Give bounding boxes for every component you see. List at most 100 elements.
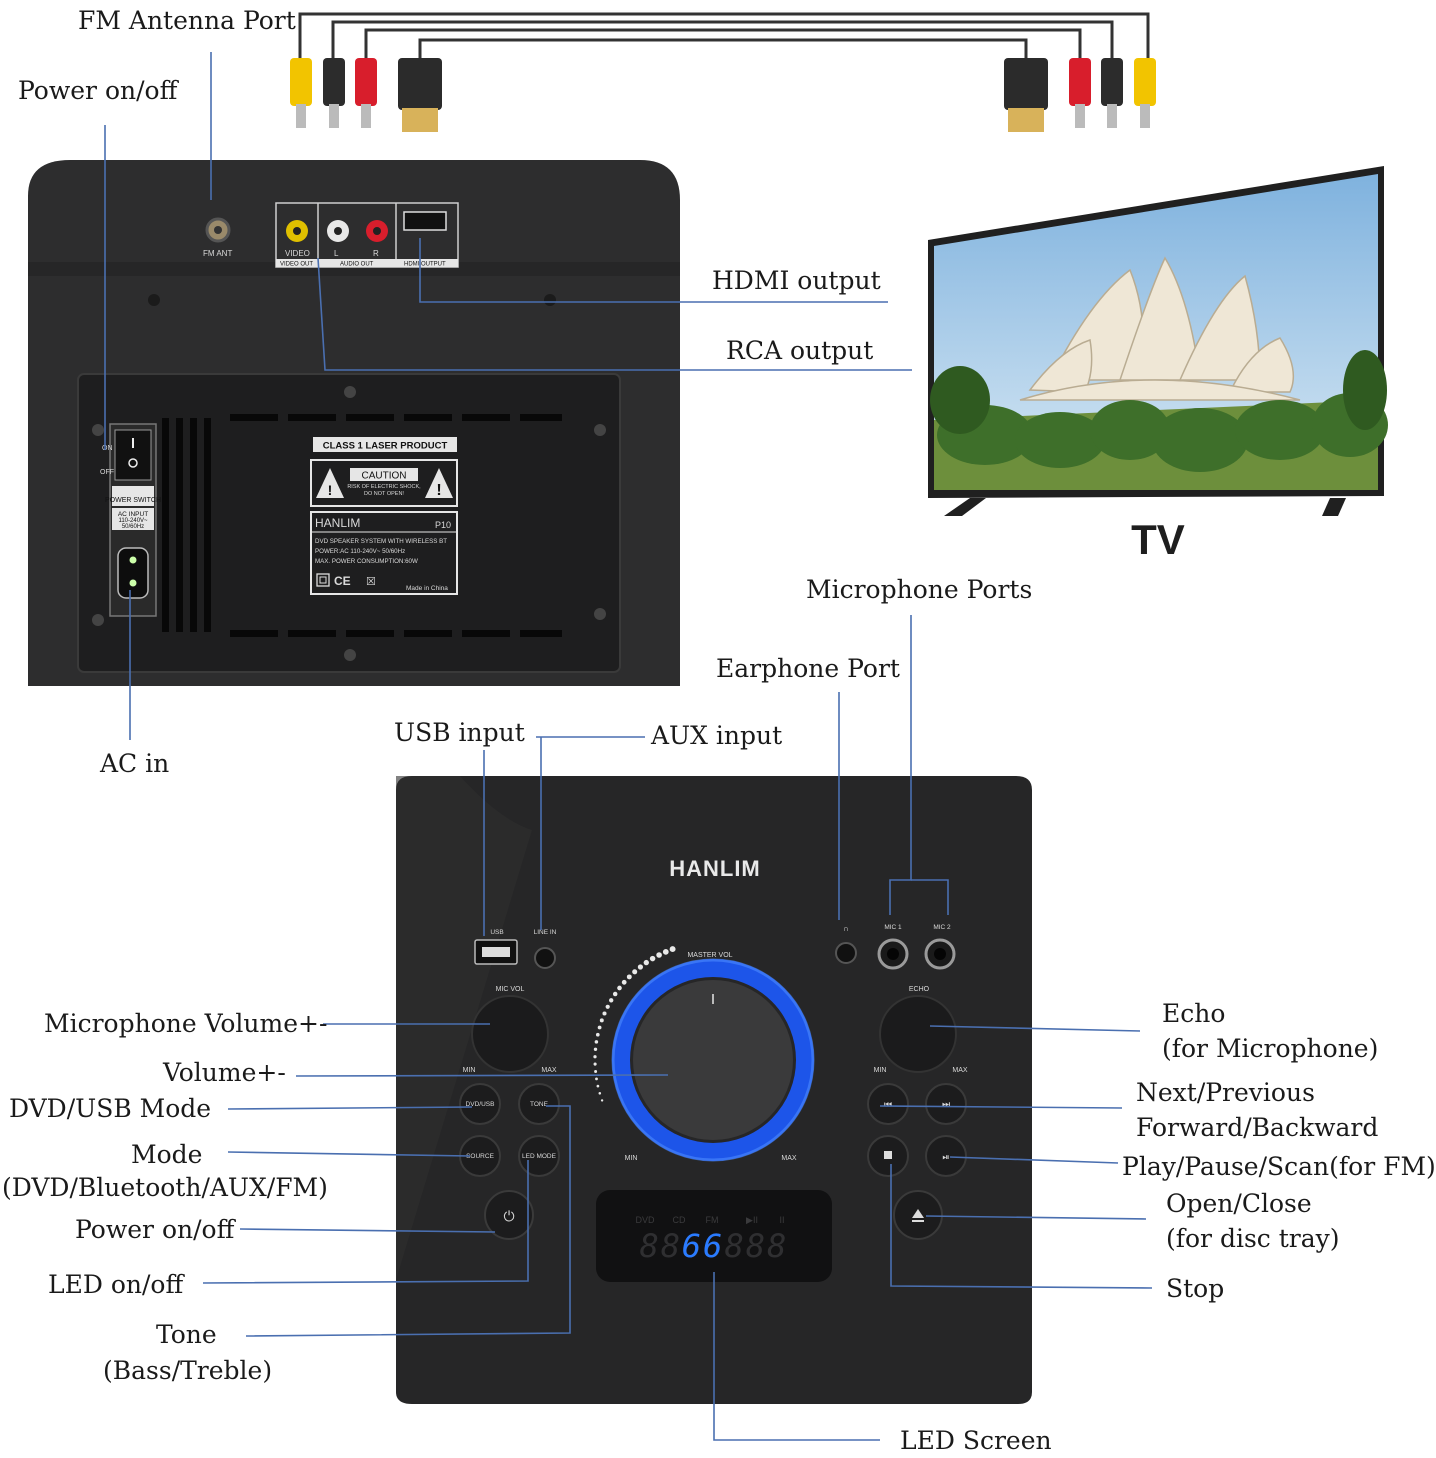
master-min-text: MIN (625, 1155, 638, 1162)
on-text: ON (102, 445, 113, 452)
master-max-text: MAX (781, 1155, 797, 1162)
rear-lower-plate (77, 373, 621, 673)
callout-aux-input: AUX input (651, 721, 783, 750)
master-vol-text: MASTER VOL (687, 952, 732, 959)
callout-microphone-ports: Microphone Ports (806, 575, 1033, 604)
caution-text: CAUTION (362, 471, 407, 482)
video-text: VIDEO (285, 249, 310, 258)
laser-label (313, 437, 457, 452)
volume-dot (637, 964, 644, 970)
ac-input-text-3: 50/60Hz (122, 524, 144, 530)
callout-tone-line1: Tone (156, 1320, 217, 1349)
line-in-text: LINE IN (534, 929, 557, 936)
svg-text:CE: CE (334, 574, 351, 588)
tv-illustration: TV (928, 166, 1388, 563)
callout-mode-line1: Mode (131, 1140, 203, 1169)
callout-dvd-usb-mode: DVD/USB Mode (9, 1094, 212, 1123)
volume-dot (594, 1070, 598, 1073)
volume-dot (656, 952, 662, 958)
callout-play-pause: Play/Pause/Scan(for FM) (1122, 1152, 1436, 1181)
off-text: OFF (100, 469, 114, 476)
volume-dot (649, 955, 656, 962)
callout-earphone-port: Earphone Port (716, 654, 900, 683)
display-fm: FM (706, 1215, 719, 1225)
spec-3: MAX. POWER CONSUMPTION:60W (315, 558, 418, 565)
volume-dot (612, 991, 618, 997)
callout-rca-output: RCA output (726, 336, 874, 365)
svg-text:☒: ☒ (366, 576, 376, 588)
callout-volume: Volume+- (163, 1058, 286, 1087)
callout-power-on-off-front: Power on/off (75, 1215, 235, 1244)
volume-dot (602, 1011, 607, 1016)
volume-dot (632, 969, 638, 975)
svg-text:⏻: ⏻ (503, 1208, 514, 1224)
rca-plugs-right (1069, 58, 1156, 128)
display-dvd: DVD (635, 1215, 655, 1225)
callout-echo-line1: Echo (1162, 999, 1226, 1028)
volume-dot (669, 946, 676, 953)
volume-dot (626, 974, 632, 980)
dvd-usb-text: DVD/USB (466, 1101, 495, 1108)
line-in-jack (534, 947, 556, 969)
volume-dot (597, 1025, 602, 1030)
spec-2: POWER:AC 110-240V~ 50/60Hz (315, 548, 405, 555)
master-volume-ring (612, 959, 814, 1161)
class1-text: CLASS 1 LASER PRODUCT (323, 441, 448, 452)
dvd-usb-button (459, 1083, 501, 1125)
volume-dot (599, 1018, 604, 1023)
rca-plugs-left (290, 58, 377, 128)
callout-microphone-volume: Microphone Volume+- (44, 1009, 328, 1038)
tv-label: TV (1131, 516, 1185, 563)
callout-echo-line2: (for Microphone) (1162, 1034, 1379, 1063)
display-digits: 8866888 (640, 1227, 789, 1265)
volume-dot (593, 1055, 597, 1059)
l-text: L (334, 249, 339, 258)
audio-out-text: AUDIO OUT (340, 262, 374, 268)
callout-fm-antenna-port: FM Antenna Port (78, 6, 296, 35)
r-text: R (373, 249, 379, 258)
echo-knob (879, 995, 957, 1073)
volume-dot (596, 1084, 600, 1088)
callout-hdmi-output: HDMI output (712, 266, 881, 295)
svg-text:∩: ∩ (843, 924, 849, 933)
volume-dot (594, 1040, 599, 1044)
volume-dot (595, 1032, 600, 1037)
hdmi-plug-right (1004, 58, 1048, 132)
made-in-text: Made in China (406, 585, 448, 592)
callout-power-on-off-rear: Power on/off (18, 76, 178, 105)
svg-text:66: 66 (682, 1227, 725, 1265)
play-pause-button (925, 1135, 967, 1177)
front-panel: HANLIM USB LINE IN ∩ MIC 1 MIC 2 MASTER … (396, 776, 1032, 1404)
volume-dot (643, 959, 649, 966)
volume-dot (609, 998, 614, 1003)
hdmi-plug-left (398, 58, 442, 132)
leader-lines (104, 52, 1153, 1441)
volume-dot (605, 1004, 610, 1009)
ac-inlet (117, 547, 149, 599)
mic-min-text: MIN (463, 1067, 476, 1074)
svg-text:!: ! (328, 482, 333, 498)
display-pause: II (779, 1215, 784, 1225)
volume-dot (595, 1077, 598, 1081)
mic-vol-text: MIC VOL (496, 986, 525, 993)
power-button (484, 1190, 534, 1240)
front-brand: HANLIM (669, 856, 761, 881)
volume-dot (593, 1047, 598, 1051)
caution-sub-2: DO NOT OPEN! (364, 491, 404, 497)
av-cables (298, 12, 1150, 60)
volume-dot (598, 1092, 602, 1095)
mic2-text: MIC 2 (933, 924, 951, 931)
callout-stop: Stop (1166, 1274, 1225, 1303)
callout-mode-line2: (DVD/Bluetooth/AUX/FM) (2, 1173, 328, 1202)
echo-min-text: MIN (874, 1067, 887, 1074)
callout-open-close-line1: Open/Close (1166, 1189, 1312, 1218)
power-switch-text: POWER SWITCH (105, 497, 161, 504)
volume-dot (662, 949, 669, 955)
callout-tone-line2: (Bass/Treble) (103, 1356, 273, 1385)
rear-brand: HANLIM (315, 516, 360, 530)
power-switch (114, 429, 152, 481)
volume-dot (617, 985, 622, 991)
led-display (596, 1190, 832, 1282)
hdmi-port (403, 211, 447, 231)
